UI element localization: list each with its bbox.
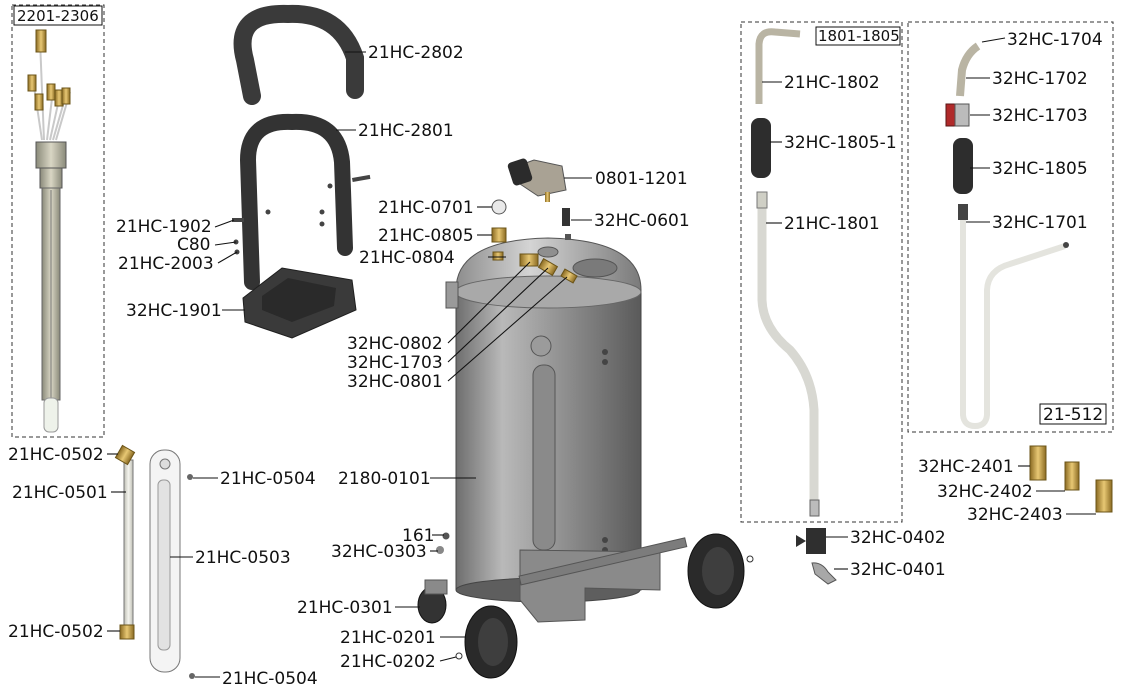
group-tag-frame-probe bbox=[13, 5, 103, 26]
group-box-tube-set bbox=[740, 21, 903, 523]
lower-handle-illustration bbox=[239, 113, 353, 290]
sight-gauge-illustration bbox=[114, 444, 195, 679]
label-32HC-2403: 32HC-2403 bbox=[967, 505, 1063, 525]
label-C80: C80 bbox=[177, 235, 211, 255]
tool-tray-illustration bbox=[242, 267, 357, 339]
label-21HC-2801: 21HC-2801 bbox=[358, 121, 454, 141]
label-161: 161 bbox=[402, 526, 434, 546]
fittings-illustration bbox=[1029, 445, 1113, 513]
label-21HC-2003: 21HC-2003 bbox=[118, 254, 214, 274]
label-32HC-1703-kit: 32HC-1703 bbox=[992, 106, 1088, 126]
upper-handle-illustration bbox=[233, 4, 364, 105]
label-21HC-1802: 21HC-1802 bbox=[784, 73, 880, 93]
label-32HC-0402: 32HC-0402 bbox=[850, 528, 946, 548]
group-tag-probe-set: 2201-2306 bbox=[17, 7, 99, 25]
label-21HC-0301: 21HC-0301 bbox=[297, 598, 393, 618]
tube-set-illustration bbox=[751, 28, 820, 517]
label-32HC-0401: 32HC-0401 bbox=[850, 560, 946, 580]
label-32HC-1805: 32HC-1805 bbox=[992, 159, 1088, 179]
label-21HC-1902: 21HC-1902 bbox=[116, 217, 212, 237]
part-labels: 21HC-2802 21HC-2801 21HC-1902 C80 21HC-2… bbox=[8, 30, 1103, 689]
label-32HC-1901: 32HC-1901 bbox=[126, 301, 222, 321]
coupler-illustration bbox=[796, 528, 837, 585]
tank-illustration bbox=[445, 237, 688, 623]
label-32HC-1701: 32HC-1701 bbox=[992, 213, 1088, 233]
label-21HC-0501: 21HC-0501 bbox=[12, 483, 108, 503]
label-21HC-0502-top: 21HC-0502 bbox=[8, 445, 104, 465]
label-21HC-0701: 21HC-0701 bbox=[378, 198, 474, 218]
label-21HC-0503: 21HC-0503 bbox=[195, 548, 291, 568]
label-21HC-0804: 21HC-0804 bbox=[359, 248, 455, 268]
label-32HC-2401: 32HC-2401 bbox=[918, 457, 1014, 477]
label-21HC-0201: 21HC-0201 bbox=[340, 628, 436, 648]
label-32HC-0802: 32HC-0802 bbox=[347, 334, 443, 354]
label-21HC-0202: 21HC-0202 bbox=[340, 652, 436, 672]
label-21HC-0805: 21HC-0805 bbox=[378, 226, 474, 246]
label-2180-0101: 2180-0101 bbox=[338, 469, 431, 489]
label-21HC-0504-top: 21HC-0504 bbox=[220, 469, 316, 489]
label-32HC-1703-tank: 32HC-1703 bbox=[347, 353, 443, 373]
label-32HC-0303: 32HC-0303 bbox=[331, 542, 427, 562]
label-21HC-0504-bottom: 21HC-0504 bbox=[222, 669, 318, 689]
handle-screws-illustration bbox=[232, 174, 371, 255]
group-box-kit bbox=[907, 21, 1114, 433]
label-0801-1201: 0801-1201 bbox=[595, 169, 688, 189]
group-tag-frame-tube bbox=[815, 26, 901, 46]
leader-lines bbox=[107, 37, 1096, 678]
group-box-probe-set bbox=[11, 4, 105, 438]
label-21HC-2802: 21HC-2802 bbox=[368, 43, 464, 63]
label-32HC-0801: 32HC-0801 bbox=[347, 372, 443, 392]
label-32HC-1702: 32HC-1702 bbox=[992, 69, 1088, 89]
group-tag-frame-kit bbox=[1039, 403, 1107, 425]
kit-illustration bbox=[945, 42, 1069, 430]
group-tag-tube-set: 1801-1805 bbox=[818, 27, 900, 45]
label-21HC-1801: 21HC-1801 bbox=[784, 214, 880, 234]
label-32HC-1805-1: 32HC-1805-1 bbox=[784, 133, 897, 153]
label-32HC-0601: 32HC-0601 bbox=[594, 211, 690, 231]
valve-fittings-illustration bbox=[491, 158, 578, 284]
probe-assembly-illustration bbox=[27, 29, 71, 433]
wheels-illustration bbox=[417, 532, 754, 679]
label-32HC-2402: 32HC-2402 bbox=[937, 482, 1033, 502]
label-21HC-0502-bottom: 21HC-0502 bbox=[8, 622, 104, 642]
label-32HC-1704: 32HC-1704 bbox=[1007, 30, 1103, 50]
group-tag-kit: 21-512 bbox=[1043, 405, 1103, 425]
